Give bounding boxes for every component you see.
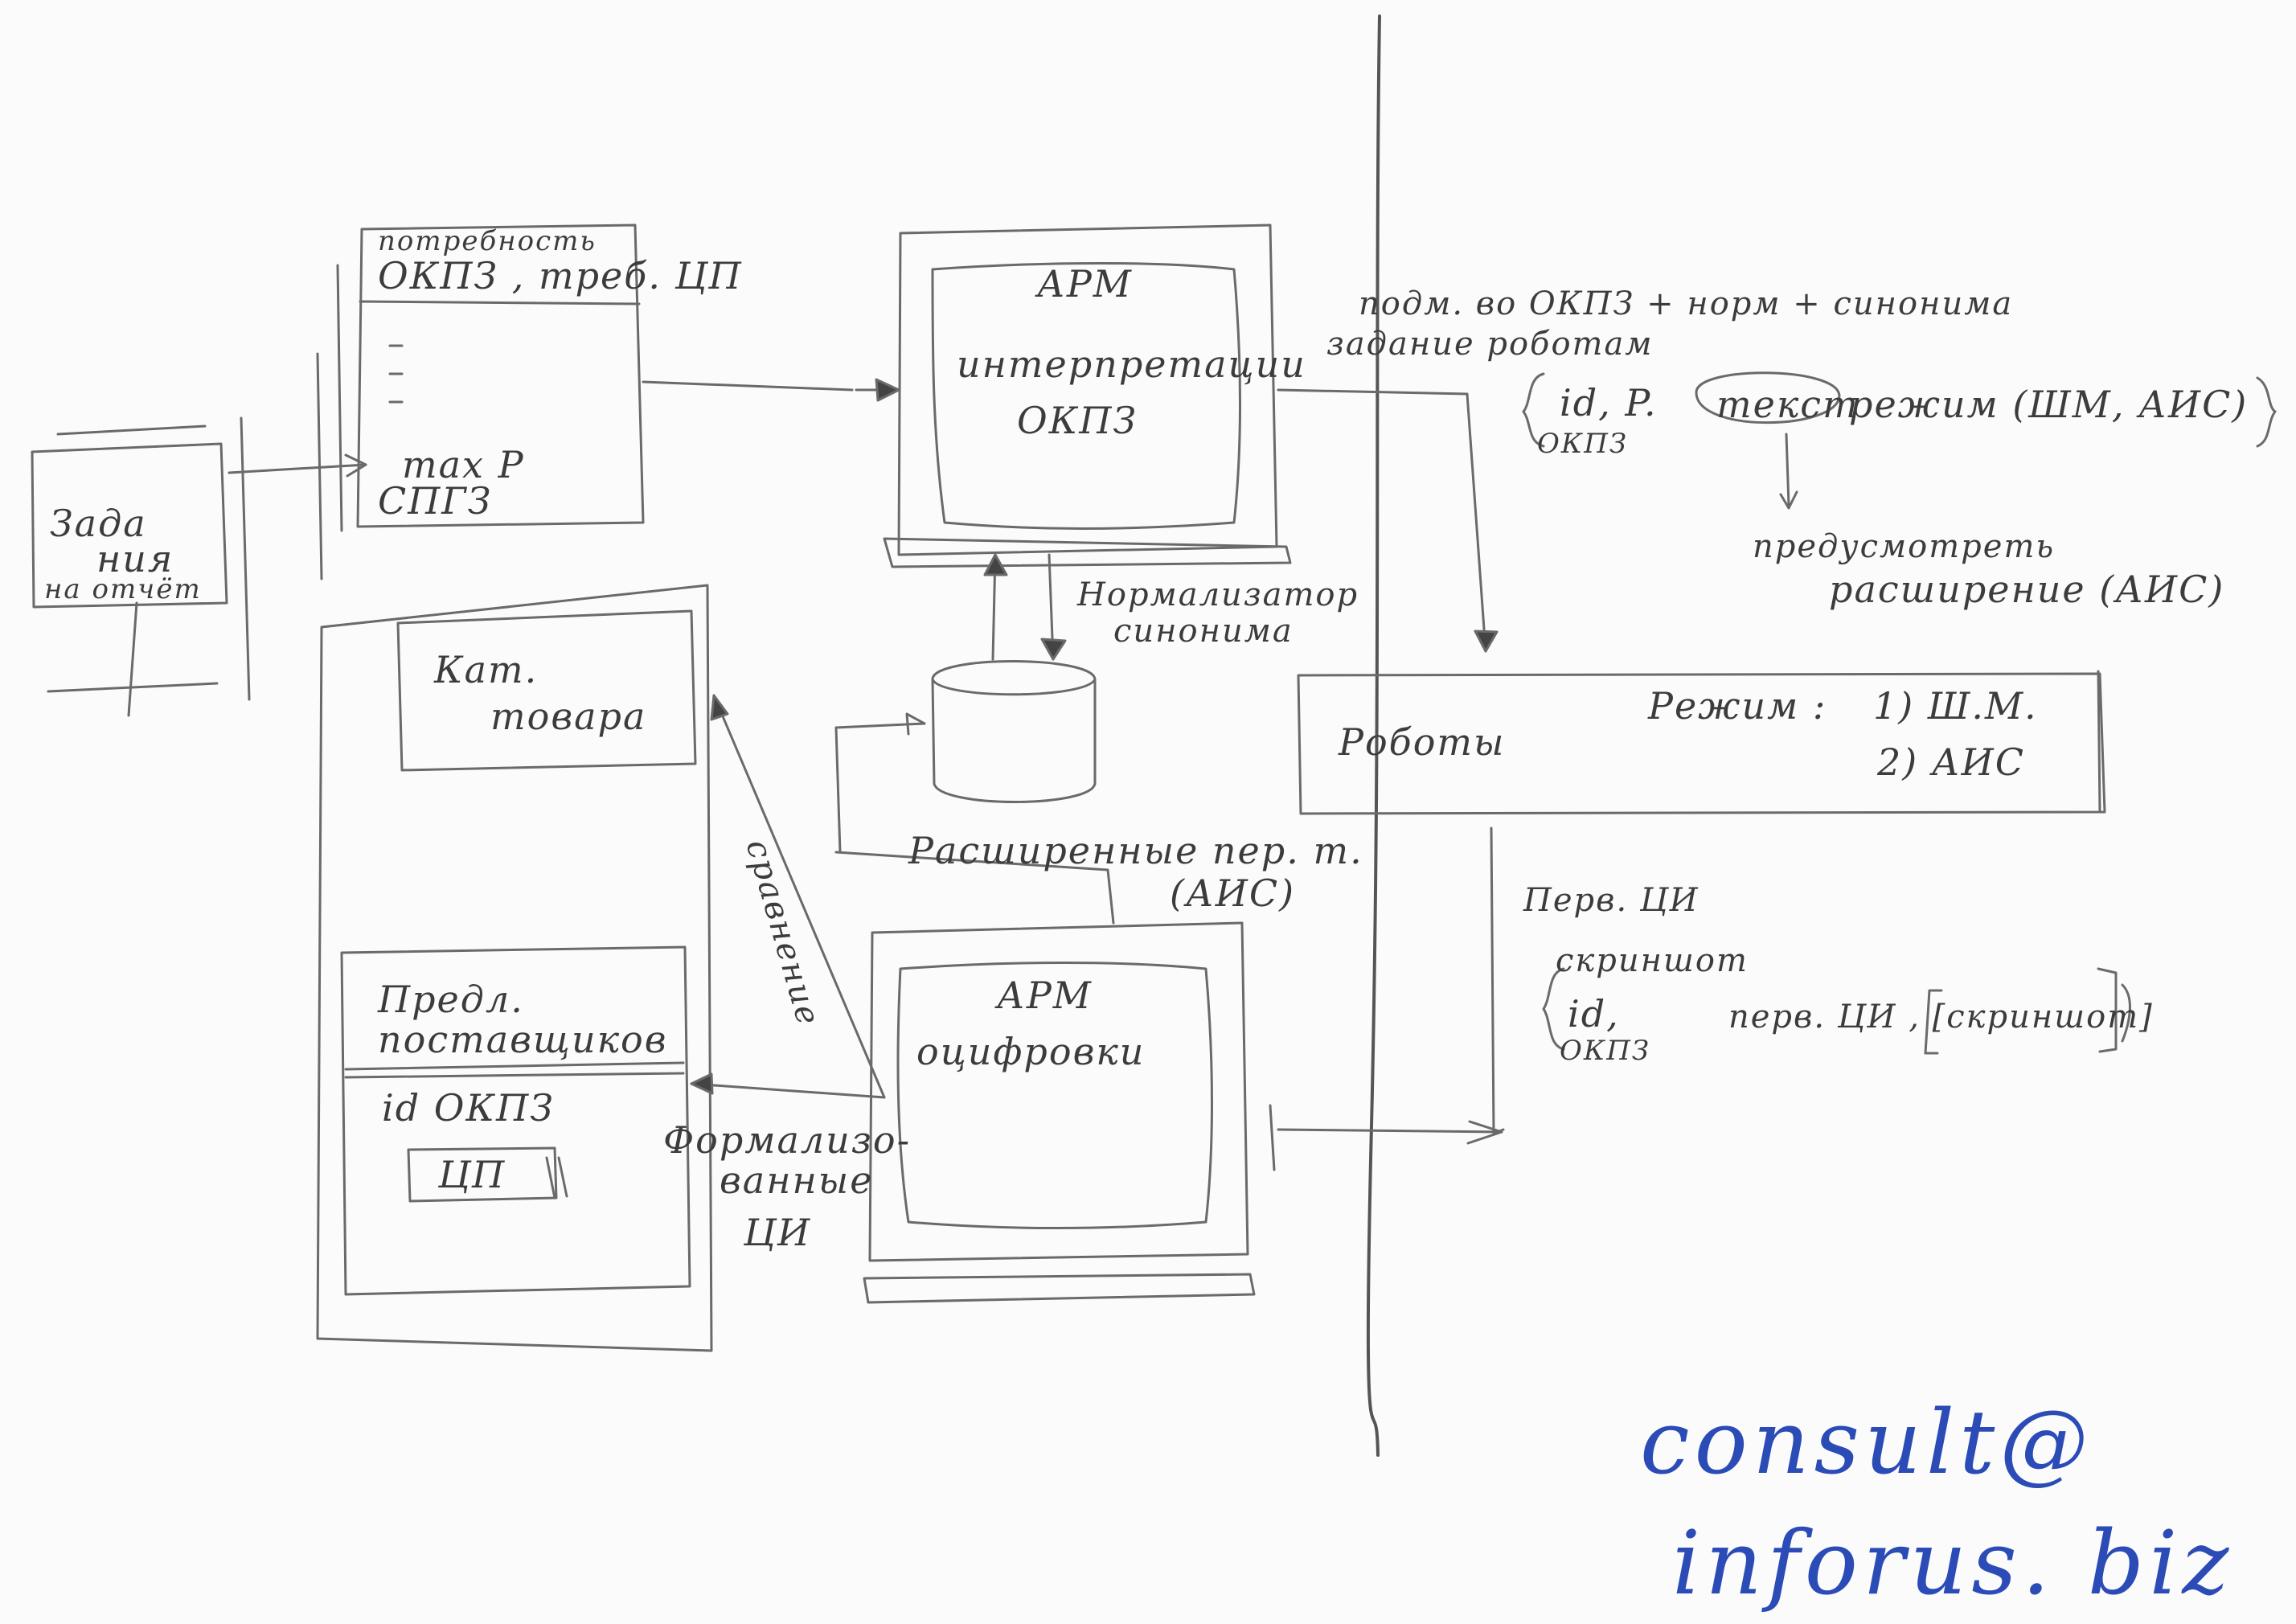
task-box-label-1: Зада	[50, 502, 147, 545]
catalog-box	[396, 609, 697, 772]
normalizer-label-1: Нормализатор	[1077, 576, 1359, 613]
robots-label: Роботы	[1339, 720, 1506, 764]
robots-box	[1297, 672, 2106, 815]
extension-ais-label: (АИС)	[1170, 871, 1296, 915]
mode-2: 2) АИС	[1877, 740, 2025, 784]
catalog-label-2: товара	[490, 695, 647, 738]
tuple1-id: id, P.	[1560, 381, 1658, 424]
price-badge	[407, 1146, 558, 1203]
compare-arrow	[712, 694, 886, 1099]
tuple2-okpz: ОКПЗ	[1560, 1035, 1651, 1067]
task-box	[31, 442, 228, 609]
text-ellipse	[1695, 371, 1841, 424]
task-box-label-3: на отчёт	[44, 573, 202, 605]
norm-box-line3: СПГЗ	[378, 479, 493, 523]
primary-label: Перв. ЦИ	[1523, 882, 1699, 919]
formalized-label-1: Формализо-	[663, 1118, 912, 1162]
watermark-line-2: inforus. biz	[1672, 1511, 2234, 1614]
watermark-line-1: consult@	[1640, 1391, 2093, 1494]
offers-id-line: id ОКПЗ	[382, 1086, 555, 1130]
formalized-label-2: ванные	[720, 1159, 874, 1202]
offers-title-2: поставщиков	[378, 1018, 668, 1061]
database-cylinder	[931, 660, 1097, 803]
arrow-to-norm	[228, 463, 367, 474]
arm-interp-label-1: АРМ	[1037, 262, 1133, 306]
norm-box-title: потребность	[378, 225, 597, 257]
top-note: подм. во ОКПЗ + норм + синонима	[1359, 285, 2014, 322]
task-robots-label: задание роботам	[1326, 326, 1654, 363]
foresee-label: предусмотреть	[1753, 528, 2056, 565]
price-badge-label: ЦП	[438, 1153, 506, 1196]
extension-label: Расширенные пер. т.	[908, 829, 1363, 872]
normalizer-label-2: синонима	[1113, 613, 1294, 650]
task-box-label-2: ния	[96, 537, 174, 580]
offers-title: Предл.	[378, 978, 524, 1021]
extension-right-label: расширение (АИС)	[1829, 568, 2225, 611]
arm-digit-monitor	[868, 921, 1249, 1262]
divider-line	[1366, 14, 1381, 1457]
norm-box-line2: max P	[402, 443, 525, 486]
tuple2-id: id,	[1568, 992, 1620, 1036]
formalized-arrow	[690, 1082, 886, 1099]
tuple2-text: перв. ЦИ , [скриншот]	[1728, 999, 2154, 1036]
tuple1-text: текст	[1716, 383, 1859, 426]
catalog-label-1: Кат.	[434, 648, 539, 691]
left-container	[316, 584, 713, 1352]
screenshot-label: скриншот	[1556, 942, 1749, 979]
mode-title: Режим :	[1648, 684, 1827, 728]
norm-box-line1: ОКПЗ , треб. ЦП	[378, 254, 743, 297]
arm-digit-label-2: оцифровки	[916, 1030, 1146, 1073]
mode-1: 1) Ш.М.	[1873, 684, 2038, 728]
arm-digit-label-1: АРМ	[997, 974, 1093, 1017]
norm-box	[356, 224, 645, 528]
tuple1-mode: режим (ШМ, АИС)	[1849, 383, 2249, 426]
arm-interp-label-3: ОКПЗ	[1017, 399, 1138, 442]
arm-interp-label-2: интерпретации	[957, 342, 1306, 386]
formalized-label-3: ЦИ	[744, 1211, 812, 1254]
offers-box	[340, 945, 691, 1296]
tuple1-okpz: ОКПЗ	[1537, 428, 1629, 460]
